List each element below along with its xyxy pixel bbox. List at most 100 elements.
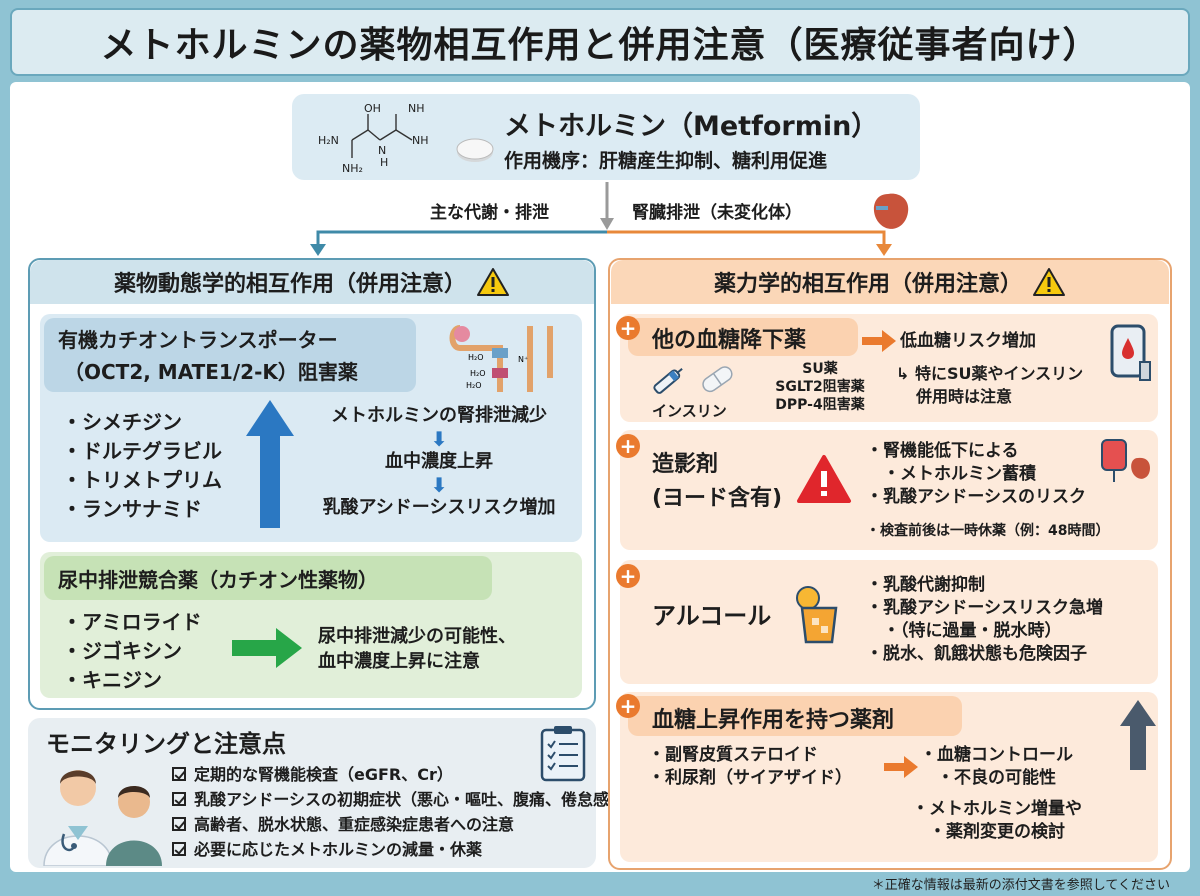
mol-label: NH (412, 134, 429, 147)
branch-label-metabolism: 主な代謝・排泄 (430, 203, 549, 223)
diagram-label: H₂O (470, 369, 486, 378)
metformin-structure-icon: OH NH H₂N N H NH NH₂ (318, 102, 429, 175)
hyperglycemic-effect: 血糖コントロール 不良の可能性 (920, 744, 1073, 790)
list-item: 定期的な腎機能検査（eGFR、Cr） (172, 762, 625, 787)
oct-drug-list: シメチジン ドルテグラビル トリメトプリム ランサナミド (62, 408, 222, 524)
list-item: 乳酸アシドーシスの初期症状（悪心・嘔吐、腹痛、倦怠感） (172, 787, 625, 812)
plus-icon: + (616, 694, 640, 718)
oct-title-line1: 有機カチオントランスポーター (58, 328, 338, 352)
list-item: 乳酸アシドーシスのリスク (866, 486, 1086, 509)
doctor-patient-icon (43, 770, 162, 866)
mol-label: N (378, 144, 386, 157)
hypoglycemic-title-box (628, 318, 858, 356)
drug-mechanism: 作用機序：肝糖産生抑制、糖利用促進 (504, 150, 828, 172)
list-item: トリメトプリム (62, 466, 222, 495)
list-item: ランサナミド (62, 495, 222, 524)
warning-icon (1033, 268, 1065, 296)
flow-step: 血中濃度上昇 (385, 451, 493, 472)
hyperglycemic-drugs: 副腎皮質ステロイド 利尿剤（サイアザイド） (648, 744, 852, 790)
flow-step: 乳酸アシドーシスリスク増加 (322, 497, 556, 518)
list-item-text: 不良の可能性 (954, 768, 1056, 788)
checkbox-checked-icon (172, 792, 186, 806)
down-arrow-icon: ⬇ (430, 473, 448, 497)
urine-drug-list: アミロライド ジゴキシン キニジン (62, 608, 202, 695)
monitoring-checklist: 定期的な腎機能検査（eGFR、Cr） 乳酸アシドーシスの初期症状（悪心・嘔吐、腹… (172, 762, 625, 862)
list-item: 腎機能低下による (866, 440, 1086, 463)
contrast-title-line2: (ヨード含有) (652, 486, 783, 511)
monitoring-title: モニタリングと注意点 (46, 730, 286, 758)
diagram-label: H₂O (466, 381, 482, 390)
list-item: 必要に応じたメトホルミンの減量・休薬 (172, 837, 625, 862)
renal-transporter-diagram-icon: H₂O N⁺ H₂O H₂O (449, 325, 553, 392)
page-title: メトホルミンの薬物相互作用と併用注意（医療従事者向け） (10, 8, 1190, 76)
flow-step: メトホルミンの腎排泄減少 (331, 405, 547, 426)
hyperglycemic-action: メトホルミン増量や 薬剤変更の検討 (912, 798, 1082, 844)
oct-title-line2: （OCT2, MATE1/2-K）阻害薬 (64, 360, 358, 384)
alcohol-title: アルコール (652, 602, 772, 630)
list-item: 乳酸アシドーシスリスク急増 (866, 597, 1103, 620)
checkbox-checked-icon (172, 767, 186, 781)
list-item: 薬剤変更の検討 (912, 821, 1082, 844)
checklist-text: 必要に応じたメトホルミンの減量・休薬 (194, 840, 483, 859)
warning-icon (477, 268, 509, 296)
oct-effect-flow: メトホルミンの腎排泄減少 ⬇ 血中濃度上昇 ⬇ 乳酸アシドーシスリスク増加 (300, 404, 578, 520)
increase-arrow-icon (1120, 700, 1156, 770)
list-item: メトホルミン蓄積 (866, 463, 1086, 486)
contrast-title-line1: 造影剤 (652, 452, 719, 477)
list-item: 乳酸代謝抑制 (866, 574, 1103, 597)
insulin-pen-icon (653, 368, 683, 394)
diagram-label: H₂O (468, 353, 484, 362)
list-item: 脱水、飢餓状態も危険因子 (866, 643, 1103, 666)
list-item: ドルテグラビル (62, 437, 222, 466)
tablets-icon (702, 366, 733, 393)
hyperglycemic-title-box (628, 696, 962, 736)
list-item: 不良の可能性 (920, 767, 1073, 790)
list-item-text: メトホルミン蓄積 (900, 464, 1036, 484)
list-item: 検査前後は一時休薬（例：48時間） (866, 520, 1109, 543)
list-item: 血糖コントロール (920, 744, 1073, 767)
urine-note: 尿中排泄減少の可能性、 血中濃度上昇に注意 (318, 624, 516, 674)
list-item: アミロライド (62, 608, 202, 637)
hypoglycemic-effect: 低血糖リスク増加 (900, 331, 1036, 351)
drug-class: SU薬 (802, 361, 838, 377)
diagram-label: N⁺ (518, 355, 528, 364)
right-arrow-icon (862, 330, 896, 352)
danger-warning-icon (797, 455, 851, 503)
drug-name: メトホルミン（Metformin） (504, 111, 879, 142)
contrast-points: 腎機能低下による メトホルミン蓄積 乳酸アシドーシスのリスク (866, 440, 1086, 509)
hyperglycemic-title: 血糖上昇作用を持つ薬剤 (652, 708, 895, 733)
mol-label: NH (408, 102, 425, 115)
pd-heading: 薬力学的相互作用（併用注意） (611, 260, 1169, 304)
list-item: シメチジン (62, 408, 222, 437)
alcohol-glass-icon (796, 586, 838, 644)
checklist-text: 高齢者、脱水状態、重症感染症患者への注意 (194, 815, 515, 834)
list-item: 利尿剤（サイアザイド） (648, 767, 852, 790)
down-arrow-icon: ⬇ (430, 427, 448, 451)
footnote: ＊正確な情報は最新の添付文書を参照してください (871, 878, 1170, 893)
hypoglycemic-note-line1: ↳ 特にSU薬やインスリン (896, 364, 1084, 383)
list-item: 副腎皮質ステロイド (648, 744, 852, 767)
pk-heading-text: 薬物動態学的相互作用（併用注意） (113, 272, 466, 297)
checklist-text: 定期的な腎機能検査（eGFR、Cr） (194, 765, 453, 784)
mol-label: OH (364, 102, 381, 115)
pill-icon (456, 138, 494, 162)
list-item-text: 薬剤変更の検討 (946, 822, 1065, 842)
urine-title: 尿中排泄競合薬（カチオン性薬物） (58, 568, 378, 592)
urine-note-line2: 血中濃度上昇に注意 (318, 651, 480, 672)
urine-note-line1: 尿中排泄減少の可能性、 (318, 626, 516, 647)
iv-bag-kidney-icon (1101, 439, 1150, 482)
urine-title-box (44, 556, 492, 600)
right-arrow-icon (884, 756, 918, 778)
mol-label: NH₂ (342, 162, 363, 175)
clipboard-icon (540, 726, 586, 782)
contrast-note: 検査前後は一時休薬（例：48時間） (866, 520, 1109, 543)
hypoglycemic-title: 他の血糖降下薬 (652, 328, 807, 353)
hypoglycemic-classes: SU薬 SGLT2阻害薬 DPP-4阻害薬 (760, 360, 880, 414)
glucose-meter-icon (1110, 324, 1151, 381)
pd-heading-text: 薬力学的相互作用（併用注意） (713, 272, 1022, 297)
checkbox-checked-icon (172, 817, 186, 831)
list-item: ジゴキシン (62, 637, 202, 666)
branch-label-renal: 腎臓排泄（未変化体） (632, 203, 802, 223)
list-item: キニジン (62, 666, 202, 695)
list-item: （特に過量・脱水時） (866, 620, 1103, 643)
